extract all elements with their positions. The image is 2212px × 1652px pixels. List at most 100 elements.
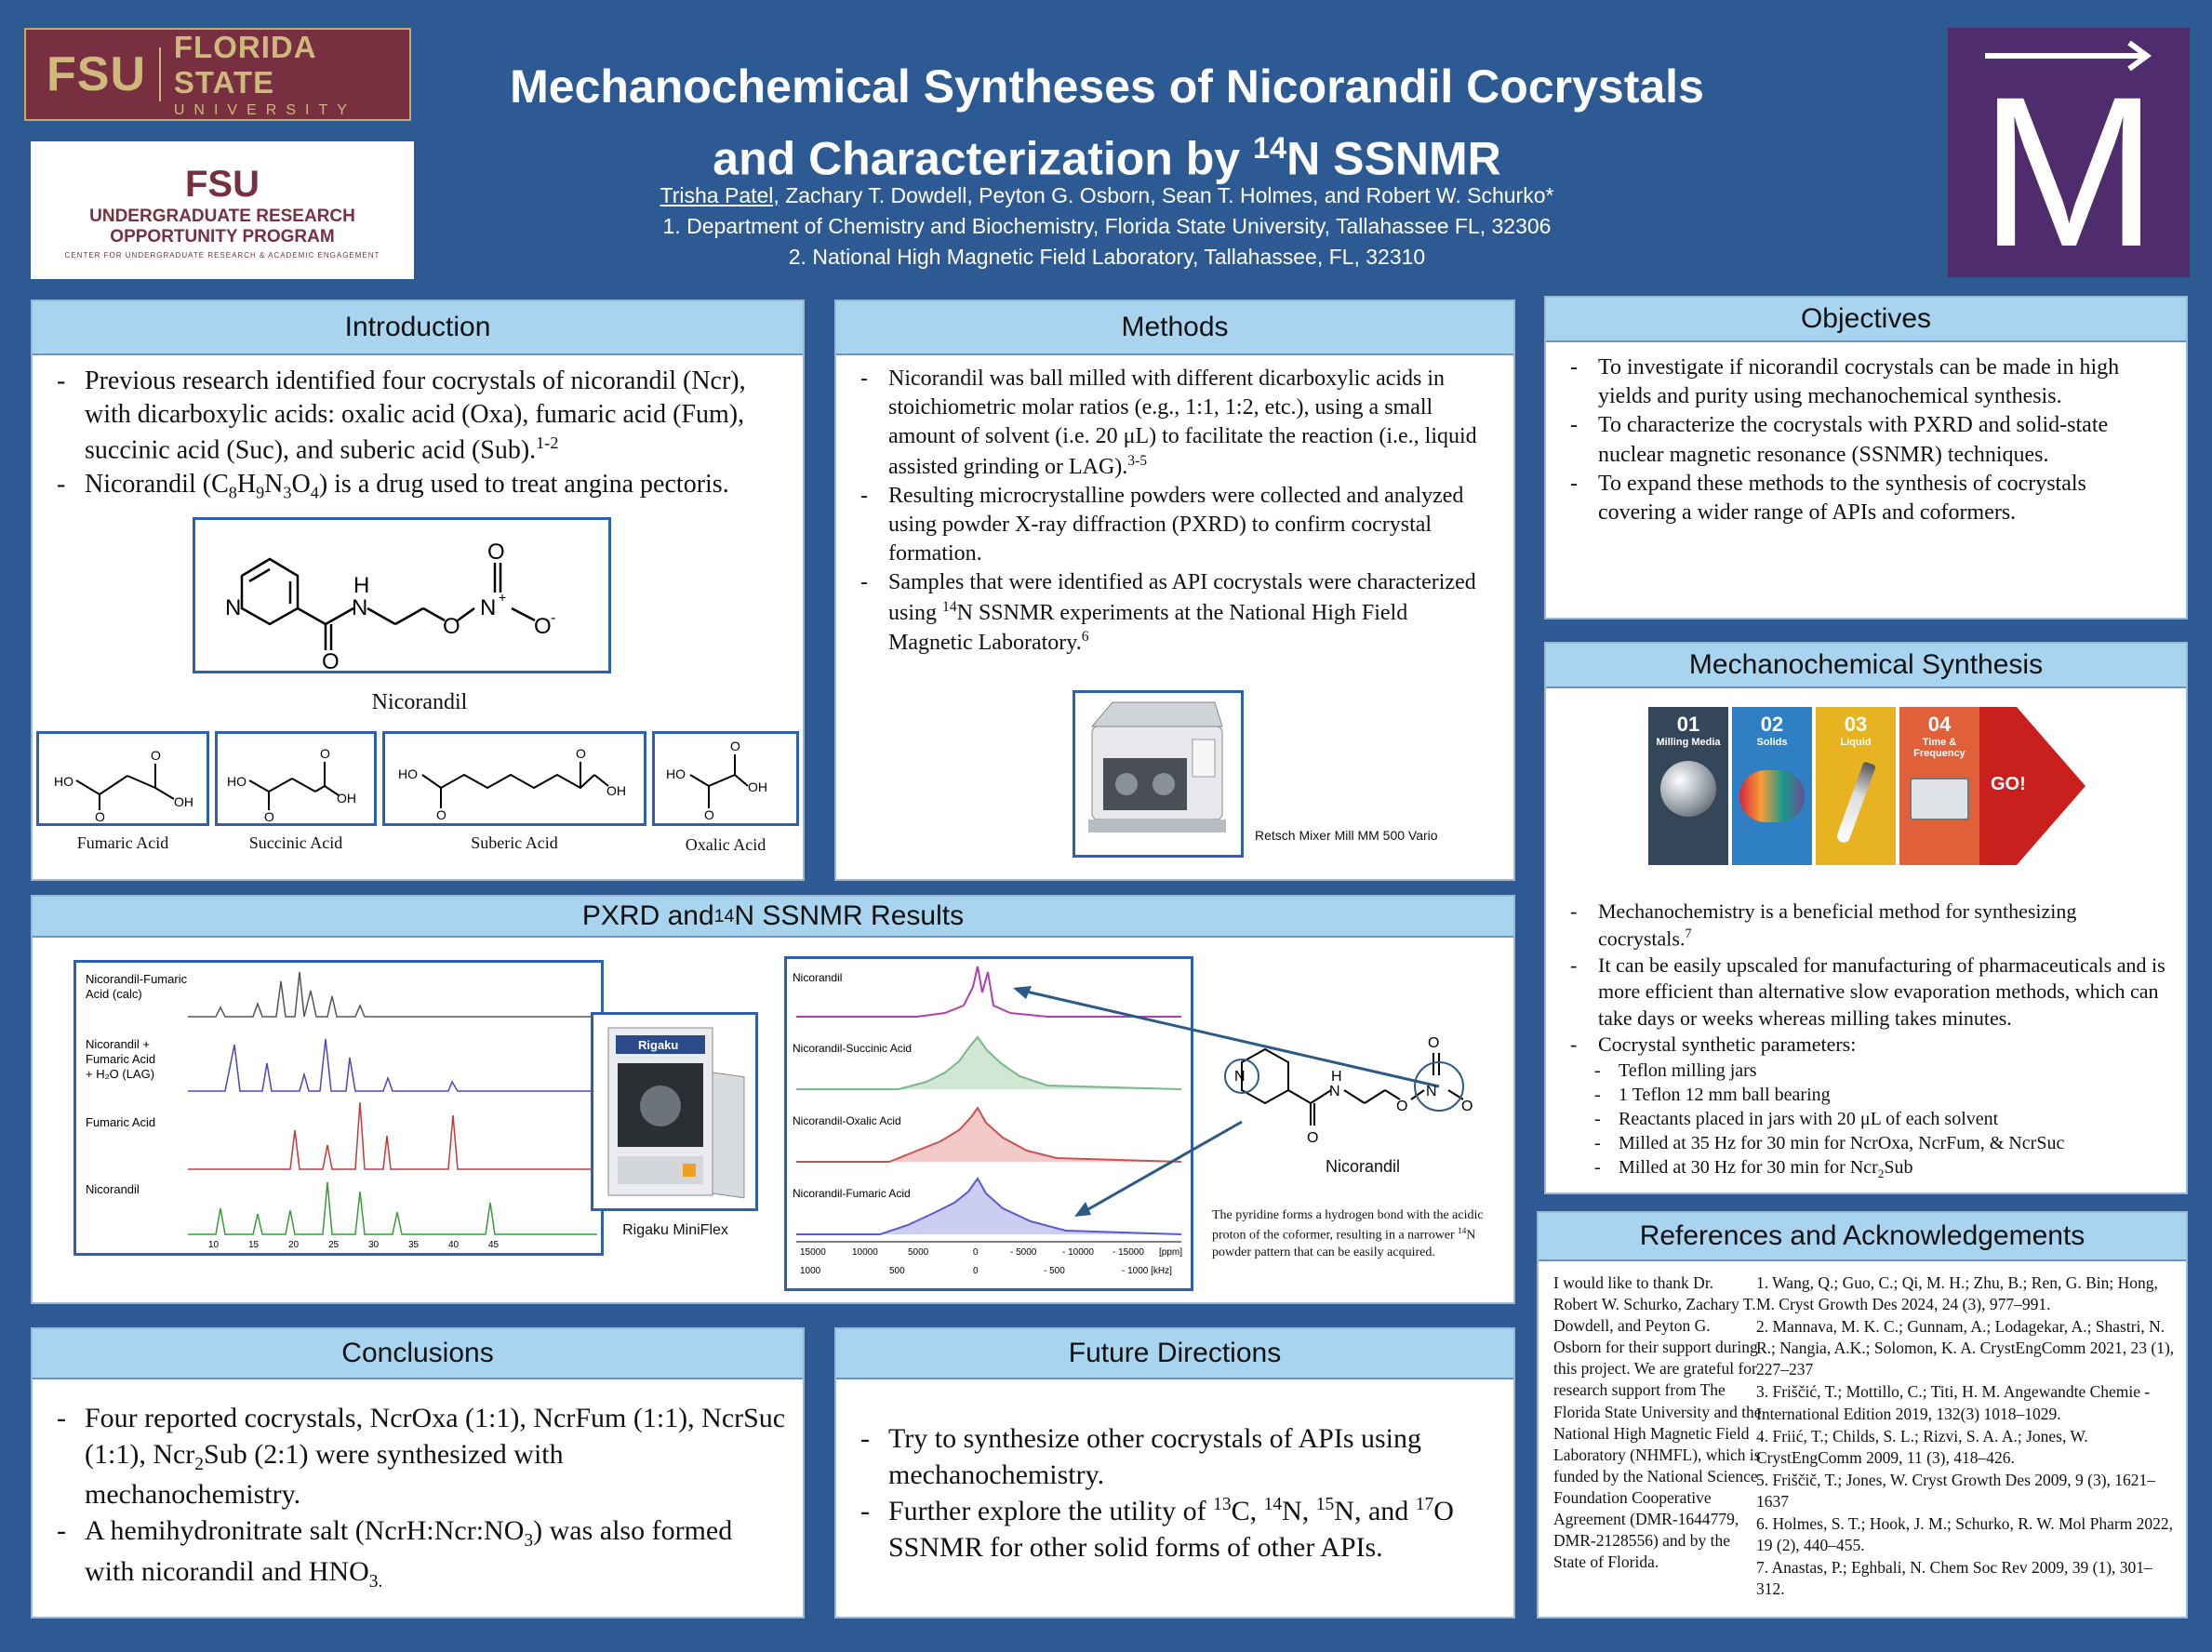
methods-bullet-3: Samples that were identified as API cocr… [853, 568, 1497, 658]
objective-item-1: To investigate if nicorandil cocrystals … [1563, 353, 2169, 411]
svg-text:0: 0 [973, 1247, 979, 1258]
svg-text:O: O [320, 746, 330, 761]
svg-text:35: 35 [408, 1240, 420, 1250]
methods-bullets: Nicorandil was ball milled with differen… [853, 365, 1497, 658]
svg-text:O: O [487, 540, 505, 565]
svg-text:O: O [534, 614, 552, 639]
mechano-panel: Mechanochemical Synthesis 01 Milling Med… [1544, 642, 2188, 1194]
svg-text:N: N [480, 595, 496, 620]
urop-logo-line3: CENTER FOR UNDERGRADUATE RESEARCH & ACAD… [64, 251, 380, 260]
param-2: 1 Teflon 12 mm ball bearing [1563, 1083, 2169, 1107]
ssnmr-spectra: Nicorandil Nicorandil-Succinic Acid Nico… [793, 966, 1182, 1276]
methods-bullet-1: Nicorandil was ball milled with differen… [853, 365, 1497, 482]
step-solids: 02 Solids [1732, 707, 1812, 865]
fsu-logo-mark: FSU [47, 47, 146, 101]
svg-text:O: O [95, 809, 105, 823]
svg-text:O: O [576, 746, 586, 761]
svg-text:- 1000 [kHz]: - 1000 [kHz] [1122, 1266, 1172, 1276]
future-panel: Future Directions Try to synthesize othe… [834, 1327, 1515, 1619]
fsu-logo-divider [159, 47, 161, 101]
step-2-number: 02 [1760, 713, 1784, 736]
title-line-1: Mechanochemical Syntheses of Nicorandil … [510, 60, 1704, 113]
rigaku-caption: Rigaku MiniFlex [622, 1222, 728, 1238]
urop-logo-mark: FSU [185, 164, 260, 205]
synthetic-parameters: Teflon milling jars 1 Teflon 12 mm ball … [1563, 1059, 2169, 1182]
reference-7: 7. Anastas, P.; Eghbali, N. Chem Soc Rev… [1756, 1558, 2152, 1599]
svg-text:+: + [499, 590, 506, 605]
step-2-label: Solids [1756, 737, 1788, 748]
svg-text:30: 30 [368, 1240, 380, 1250]
synthesis-steps-graphic: 01 Milling Media 02 Solids 03 Liquid 04 … [1648, 707, 2085, 865]
annotation-arrows [1013, 986, 1440, 1217]
svg-text:OH: OH [174, 794, 193, 809]
mixer-mill-image [1073, 690, 1244, 858]
future-heading: Future Directions [836, 1329, 1513, 1379]
svg-text:N: N [1329, 1084, 1340, 1099]
powders-icon [1739, 770, 1805, 822]
svg-text:N: N [1234, 1069, 1246, 1085]
svg-text:Acid (calc): Acid (calc) [86, 987, 142, 1001]
svg-text:OH: OH [337, 791, 356, 806]
ball-bearings-icon [1660, 761, 1716, 817]
affiliation-2: 2. National High Magnetic Field Laborato… [788, 245, 1426, 269]
fsu-logo-name: FLORIDA STATE [173, 30, 316, 100]
future-item-2: Further explore the utility of 13C, 14N,… [853, 1493, 1497, 1565]
conclusion-1: Four reported cocrystals, NcrOxa (1:1), … [49, 1400, 786, 1512]
svg-text:O: O [704, 807, 714, 822]
pxrd-trace-fumaric [188, 1101, 597, 1170]
mechano-bullets: Mechanochemistry is a beneficial method … [1563, 899, 2169, 1059]
svg-text:15: 15 [248, 1240, 260, 1250]
introduction-bullets: Previous research identified four cocrys… [49, 365, 786, 504]
svg-text:OH: OH [748, 779, 767, 794]
svg-text:O: O [730, 739, 740, 753]
mixer-mill-drawing [1088, 701, 1226, 833]
presenting-author: Trisha Patel, [660, 183, 780, 207]
svg-text:- 5000: - 5000 [1010, 1247, 1037, 1258]
step-3-number: 03 [1844, 713, 1868, 736]
reference-6: 6. Holmes, S. T.; Hook, J. M.; Schurko, … [1756, 1514, 2174, 1555]
nmr-trace-nicorandil [796, 966, 1181, 1018]
methods-heading: Methods [836, 301, 1513, 355]
svg-text:-: - [551, 610, 555, 626]
future-item-1: Try to synthesize other cocrystals of AP… [853, 1420, 1497, 1493]
fsu-logo-sub: UNIVERSITY [173, 102, 356, 118]
svg-text:45: 45 [488, 1240, 500, 1250]
step-time-frequency: 04 Time & Frequency [1899, 707, 1979, 865]
mechano-heading: Mechanochemical Synthesis [1546, 644, 2186, 688]
methods-bullet-2: Resulting microcrystalline powders were … [853, 482, 1497, 569]
svg-text:H: H [1331, 1069, 1342, 1085]
svg-text:O: O [322, 649, 340, 671]
reference-2: 2. Mannava, M. K. C.; Gunnam, A.; Lodage… [1756, 1317, 2175, 1379]
methods-panel: Methods Nicorandil was ball milled with … [834, 300, 1515, 881]
go-arrow-icon [1979, 707, 2085, 865]
svg-text:1000: 1000 [800, 1266, 821, 1276]
svg-text:OH: OH [606, 783, 626, 798]
maglab-logo: M [1948, 28, 2190, 279]
reference-3: 3. Friščić, T.; Mottillo, C.; Titi, H. M… [1756, 1382, 2151, 1423]
intro-bullet-2: Nicorandil (C8H9N3O4) is a drug used to … [49, 468, 786, 504]
rigaku-brand: Rigaku [638, 1038, 678, 1052]
svg-text:15000: 15000 [800, 1247, 826, 1258]
svg-text:O: O [1307, 1130, 1318, 1146]
param-1: Teflon milling jars [1563, 1059, 2169, 1083]
authors: Trisha Patel, Zachary T. Dowdell, Peyton… [437, 180, 1777, 273]
svg-text:N: N [1426, 1084, 1437, 1099]
pxrd-label-nicorandil: Nicorandil [86, 1182, 140, 1196]
svg-text:20: 20 [288, 1240, 300, 1250]
urop-logo-line2: OPPORTUNITY PROGRAM [110, 227, 335, 246]
svg-text:- 15000: - 15000 [1113, 1247, 1144, 1258]
conclusions-panel: Conclusions Four reported cocrystals, Nc… [31, 1327, 805, 1619]
fsu-logo-text: FLORIDA STATE UNIVERSITY [174, 30, 409, 119]
fsu-logo: FSU FLORIDA STATE UNIVERSITY [24, 28, 411, 121]
nmr-trace-fumaric [796, 1177, 1182, 1235]
step-4-label: Time & Frequency [1913, 737, 1965, 759]
step-milling-media: 01 Milling Media [1648, 707, 1728, 865]
mixer-mill-caption: Retsch Mixer Mill MM 500 Vario [1255, 828, 1438, 843]
